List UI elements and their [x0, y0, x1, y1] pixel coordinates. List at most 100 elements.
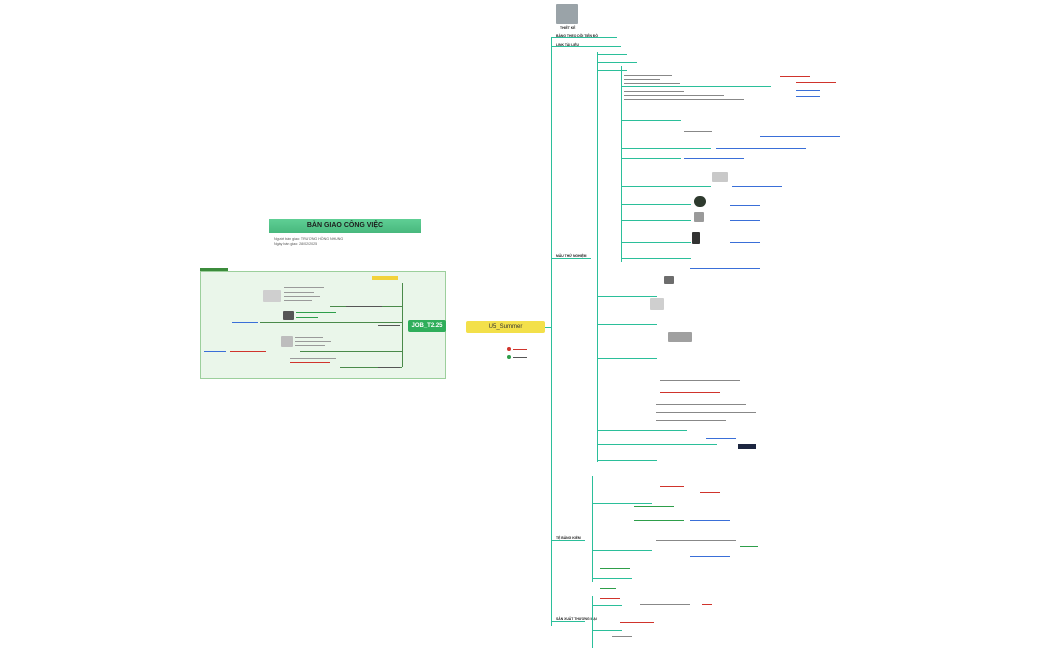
note — [660, 392, 720, 393]
note — [656, 420, 726, 421]
branch — [621, 186, 711, 187]
note — [624, 91, 684, 92]
note — [624, 95, 724, 96]
note — [796, 90, 820, 91]
note — [620, 622, 654, 623]
note — [656, 412, 756, 413]
panel-note — [290, 358, 336, 359]
sub-spine-bang-kiem — [592, 476, 593, 582]
root-node[interactable]: U5_Summer — [466, 321, 545, 333]
job-badge[interactable]: JOB_T2.25 — [408, 320, 446, 332]
note — [624, 75, 672, 76]
note — [612, 636, 632, 637]
note — [690, 556, 730, 557]
panel-note — [232, 322, 258, 323]
branch — [621, 258, 691, 259]
top-image — [556, 4, 578, 24]
section-link[interactable]: LINK TÀI LIỆU — [556, 43, 579, 47]
branch — [597, 324, 657, 325]
note — [624, 99, 744, 100]
branch — [592, 578, 632, 579]
branch — [621, 148, 711, 149]
panel-note — [295, 341, 331, 342]
sub-spine-san-xuat — [592, 596, 593, 648]
red-dot-label — [513, 349, 527, 350]
branch — [621, 120, 681, 121]
branch — [597, 460, 657, 461]
sub-spine-mau-thu — [597, 52, 598, 462]
connector — [551, 46, 621, 47]
root-connector — [545, 327, 551, 328]
panel-note — [204, 351, 226, 352]
panel-note — [284, 292, 314, 293]
panel-note — [284, 296, 320, 297]
section-thiet-ke[interactable]: THIẾT KẾ — [560, 26, 576, 30]
title-card[interactable]: BÀN GIAO CÔNG VIỆC — [269, 219, 421, 233]
section-tien-do[interactable]: BẢNG THEO DÕI TIẾN ĐỘ — [556, 34, 599, 38]
note — [740, 546, 758, 547]
note — [730, 205, 760, 206]
note — [624, 83, 680, 84]
handover-date: Ngày bàn giao: 28/02/2025 — [274, 242, 318, 246]
note — [656, 540, 736, 541]
section-bang-kiem[interactable]: TỆ BẢNG KIỂM — [556, 536, 581, 540]
note — [684, 131, 712, 132]
panel-note — [378, 325, 400, 326]
note — [700, 492, 720, 493]
job-panel — [200, 271, 446, 379]
panel-note — [296, 317, 318, 318]
note — [634, 506, 674, 507]
branch — [592, 605, 622, 606]
branch — [597, 70, 627, 71]
note — [706, 438, 736, 439]
note — [684, 158, 744, 159]
branch — [621, 86, 771, 87]
dark-tag — [738, 444, 756, 449]
main-spine — [551, 38, 552, 626]
note — [660, 486, 684, 487]
image-thumb — [694, 196, 706, 207]
branch — [597, 358, 657, 359]
note — [624, 79, 660, 80]
green-dot-icon — [507, 355, 511, 359]
note — [716, 148, 806, 149]
branch — [621, 158, 681, 159]
branch — [621, 204, 691, 205]
connector — [551, 621, 585, 622]
note — [656, 404, 746, 405]
image-thumb — [694, 212, 704, 222]
panel-tab — [200, 268, 228, 272]
note — [780, 76, 810, 77]
panel-spine — [402, 283, 403, 367]
note — [702, 604, 712, 605]
panel-note — [230, 351, 266, 352]
branch — [621, 220, 691, 221]
note — [690, 268, 760, 269]
branch — [597, 444, 717, 445]
note — [600, 568, 630, 569]
branch — [621, 242, 691, 243]
connector — [551, 258, 591, 259]
note — [796, 82, 836, 83]
note — [732, 186, 782, 187]
note — [760, 136, 840, 137]
image-thumb — [664, 276, 674, 284]
branch — [592, 630, 622, 631]
panel-note — [290, 362, 330, 363]
branch — [597, 430, 687, 431]
section-san-xuat[interactable]: SẢN XUẤT THƯƠNG MẠI — [556, 617, 597, 621]
panel-branch-4 — [340, 367, 402, 368]
sub-spine-2 — [621, 66, 622, 262]
panel-note — [284, 287, 324, 288]
note — [600, 588, 616, 589]
connector — [551, 37, 617, 38]
green-dot-label — [513, 357, 527, 358]
connector — [551, 540, 585, 541]
note — [600, 598, 620, 599]
panel-note — [378, 367, 400, 368]
image-thumb — [692, 232, 700, 244]
panel-image-2 — [283, 311, 294, 320]
branch — [592, 550, 652, 551]
section-mau-thu[interactable]: MẪU THỬ NGHIỆM — [556, 254, 587, 258]
